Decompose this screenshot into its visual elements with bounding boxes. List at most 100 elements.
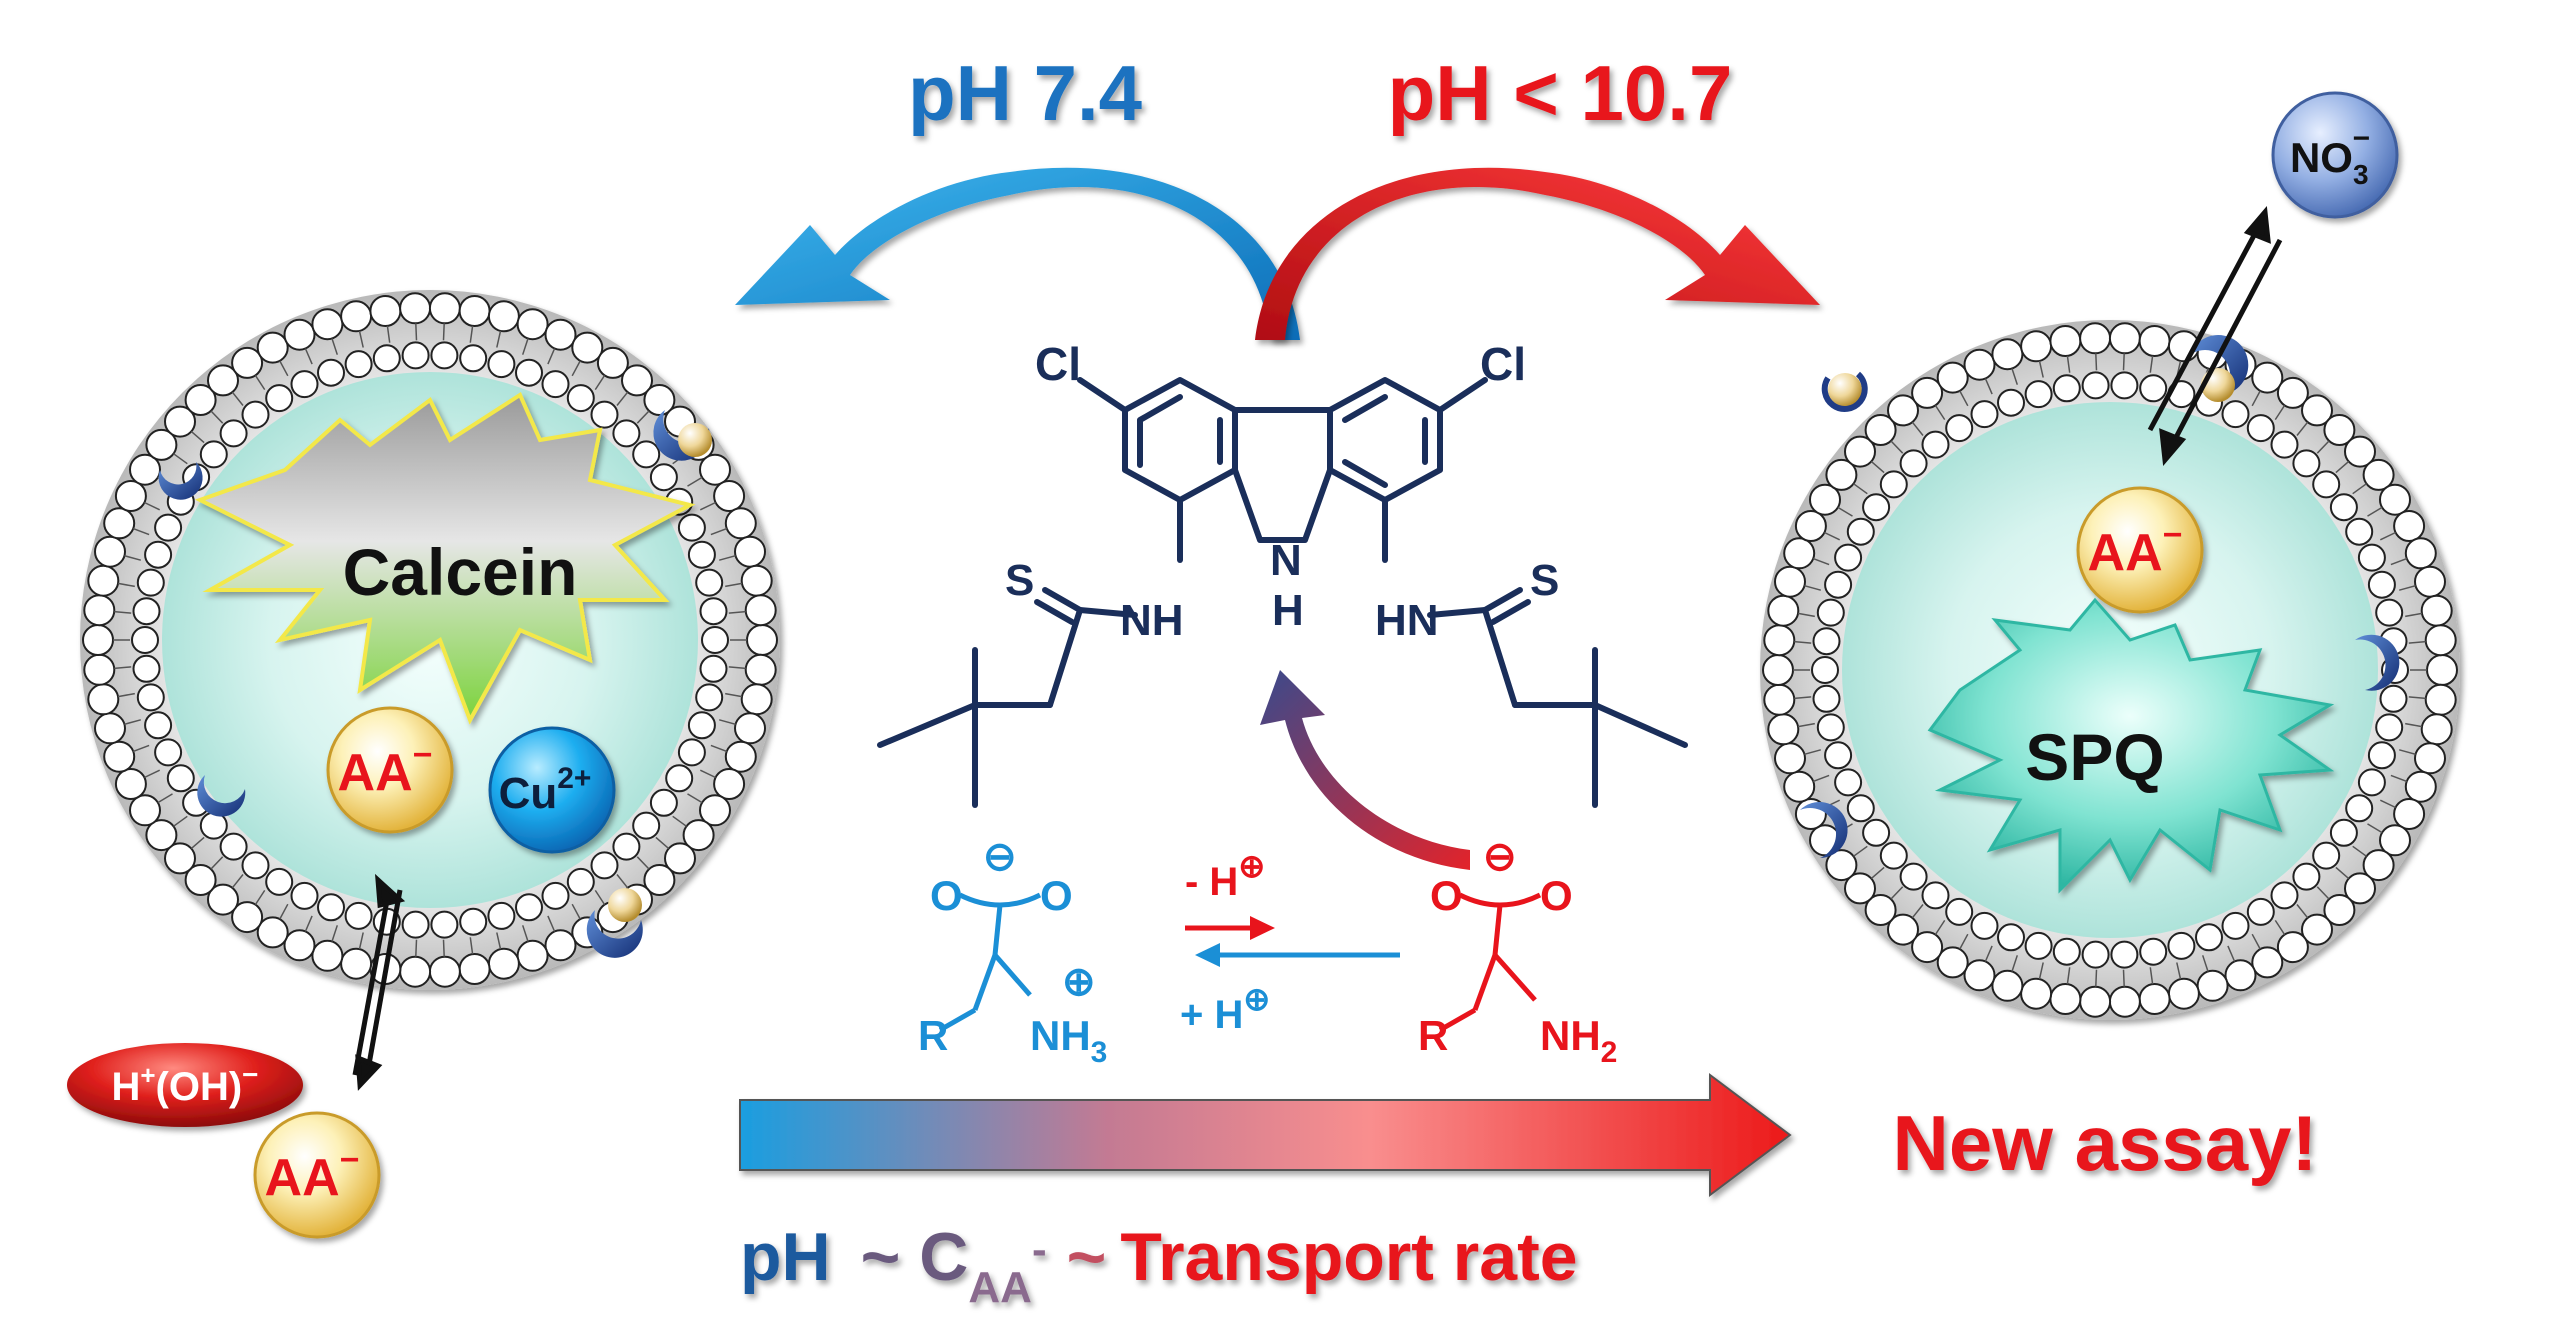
- lipid-head: [590, 851, 619, 880]
- lipid-head: [1997, 923, 2025, 952]
- svg-text:+ H⊕: + H⊕: [1180, 981, 1270, 1037]
- lipid-tail: [331, 925, 339, 942]
- lipid-head: [1936, 361, 1969, 394]
- lipid-head: [516, 308, 549, 341]
- lipid-head: [2379, 684, 2408, 713]
- lipid-tail: [442, 323, 445, 341]
- lipid-head: [2292, 449, 2321, 478]
- lipid-tail: [117, 692, 135, 698]
- lipid-head: [2024, 380, 2053, 409]
- lipid-head: [649, 463, 678, 492]
- lipid-head: [265, 867, 294, 896]
- lipid-head: [2138, 983, 2171, 1015]
- lipid-head: [612, 419, 641, 448]
- lipid-head: [290, 881, 319, 910]
- lipid-tail: [1890, 886, 1904, 900]
- lipid-head: [744, 594, 777, 627]
- lipid-head: [372, 344, 401, 373]
- lipid-head: [1834, 543, 1863, 572]
- lipid-tail: [358, 932, 364, 950]
- lipid-tail: [173, 815, 188, 827]
- lipid-head: [643, 384, 676, 416]
- lipid-head: [2379, 483, 2411, 516]
- lipid-head: [1844, 872, 1876, 905]
- lipid-head: [2344, 435, 2376, 468]
- lipid-tail: [636, 856, 650, 870]
- lipid-head: [2110, 940, 2139, 969]
- lipid-tail: [1794, 640, 1812, 644]
- lipid-tail: [521, 338, 529, 355]
- lipid-head: [2049, 983, 2082, 1015]
- lipid-head: [2081, 940, 2110, 969]
- lipid-head: [2379, 824, 2411, 857]
- lipid-head: [632, 440, 661, 469]
- lipid-head: [1816, 713, 1845, 742]
- lipid-head: [265, 384, 294, 413]
- lipid-tail: [279, 903, 289, 920]
- lipid-tail: [2251, 933, 2261, 950]
- lipid-tail: [304, 348, 313, 365]
- lipid-head: [1970, 400, 1999, 429]
- lipid-head: [145, 428, 178, 461]
- right-o2: O: [1540, 872, 1573, 919]
- lipid-head: [87, 564, 120, 597]
- lipid-head: [1816, 598, 1845, 627]
- lipid-head: [1862, 818, 1891, 847]
- lipid-head: [1763, 683, 1796, 716]
- lipid-head: [541, 881, 570, 910]
- lipid-tail: [304, 915, 313, 932]
- lipid-head: [2426, 654, 2458, 686]
- lipid-tail: [699, 769, 716, 779]
- lipid-head: [2270, 430, 2299, 459]
- lipid-head: [317, 358, 345, 387]
- lipid-head: [231, 901, 264, 934]
- lipid-head: [2276, 931, 2309, 964]
- lipid-head: [2393, 510, 2426, 542]
- lipid-head: [1887, 913, 1919, 946]
- lipid-tail: [672, 815, 687, 827]
- lipid-head: [1945, 897, 1974, 926]
- lipid-head: [94, 535, 126, 568]
- lipid-head: [2049, 325, 2082, 357]
- lipid-tail: [124, 554, 141, 561]
- calcein-burst: [194, 392, 696, 725]
- lipid-tail: [2399, 584, 2416, 591]
- lipid-head: [2138, 325, 2171, 357]
- lipid-tail: [1853, 845, 1868, 857]
- lipid-head: [2414, 565, 2446, 598]
- lipid-head: [701, 626, 729, 654]
- lipid-head: [1864, 414, 1897, 446]
- lipid-head: [695, 568, 724, 597]
- lipid-tail: [2149, 355, 2154, 373]
- right-lipid-bilayer: [1762, 322, 2458, 1018]
- lipid-head: [695, 683, 724, 712]
- lipid-tail: [2095, 969, 2098, 987]
- lipid-head: [1844, 435, 1876, 468]
- lipid-head: [734, 535, 766, 568]
- lipid-tail: [2352, 845, 2367, 857]
- lipid-head: [458, 295, 491, 327]
- lipid-head: [515, 358, 543, 387]
- lipid-head: [1921, 430, 1950, 459]
- lipid-tail: [2066, 355, 2071, 373]
- lipid-tail: [547, 915, 556, 932]
- lipid-head: [1809, 483, 1841, 516]
- lipid-head: [1825, 849, 1858, 882]
- cu-ion: Cu2+: [488, 726, 616, 854]
- left-lipid-bilayer: [82, 292, 778, 988]
- lipid-head: [643, 864, 676, 896]
- right-r: R: [1418, 1012, 1448, 1059]
- spq-burst: [1927, 597, 2335, 894]
- lipid-head: [2167, 931, 2196, 960]
- lipid-head: [2139, 937, 2168, 966]
- lipid-tail: [2390, 557, 2408, 566]
- lipid-tail: [2122, 353, 2125, 371]
- left-nh3: NH: [1030, 1012, 1091, 1059]
- lipid-head: [734, 712, 766, 745]
- forward-charge: ⊕: [1238, 848, 1265, 884]
- lipid-head: [612, 832, 641, 861]
- lipid-head: [740, 683, 773, 716]
- lipid-tail: [1853, 483, 1868, 495]
- lipid-tail: [719, 719, 736, 726]
- lipid-tail: [173, 453, 188, 465]
